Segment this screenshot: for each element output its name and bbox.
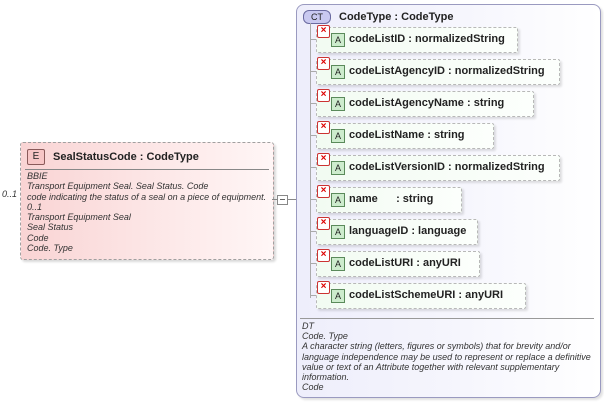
attribute-label: codeListAgencyID : normalizedString xyxy=(349,65,545,77)
attribute-codelistagencyname[interactable]: × A codeListAgencyName : string xyxy=(316,89,534,117)
attribute-link-line xyxy=(310,167,316,168)
complex-type-doc-line: A character string (letters, figures or … xyxy=(302,341,571,352)
attribute-codelisturi[interactable]: × A codeListURI : anyURI xyxy=(316,249,480,277)
attribute-badge-icon: A xyxy=(331,33,345,47)
attribute-label: name : string xyxy=(349,193,434,205)
element-doc-line: Transport Equipment Seal. Seal Status. C… xyxy=(27,181,209,192)
prohibited-x-icon: × xyxy=(317,25,330,38)
attribute-label: codeListAgencyName : string xyxy=(349,97,505,109)
attribute-codelistagencyid[interactable]: × A codeListAgencyID : normalizedString xyxy=(316,57,560,85)
attribute-label: codeListURI : anyURI xyxy=(349,257,461,269)
prohibited-x-icon: × xyxy=(317,185,330,198)
complex-type-separator xyxy=(300,318,594,319)
prohibited-x-icon: × xyxy=(317,281,330,294)
element-doc-line: Code. Type xyxy=(27,243,73,254)
element-doc-line: Seal Status xyxy=(27,222,74,233)
multiplicity-label: 0..1 xyxy=(2,189,18,199)
prohibited-x-icon: × xyxy=(317,249,330,262)
attribute-badge-icon: A xyxy=(331,161,345,175)
attribute-link-line xyxy=(310,71,316,72)
complex-type-doc-line: Code xyxy=(302,382,324,393)
attribute-label: codeListID : normalizedString xyxy=(349,33,505,45)
attribute-link-line xyxy=(310,263,316,264)
attribute-badge-icon: A xyxy=(331,129,345,143)
attribute-codelistschemeuri[interactable]: × A codeListSchemeURI : anyURI xyxy=(316,281,526,309)
attribute-label: codeListName : string xyxy=(349,129,465,141)
attribute-link-line xyxy=(310,39,316,40)
prohibited-x-icon: × xyxy=(317,217,330,230)
element-separator xyxy=(25,169,269,170)
attribute-tree-line xyxy=(310,23,311,298)
complex-type-doc-line: information. xyxy=(302,372,350,383)
complex-type-doc-line: value or text of an Attribute together w… xyxy=(302,361,560,372)
complex-type-doc-line: language independence may be used to rep… xyxy=(302,351,591,362)
prohibited-x-icon: × xyxy=(317,57,330,70)
attribute-badge-icon: A xyxy=(331,289,345,303)
complex-type-header: CT CodeType : CodeType xyxy=(303,9,454,25)
attribute-languageid[interactable]: × A languageID : language xyxy=(316,217,478,245)
element-doc-line: Code xyxy=(27,232,49,243)
attribute-label: languageID : language xyxy=(349,225,467,237)
attribute-badge-icon: A xyxy=(331,257,345,271)
attribute-badge-icon: A xyxy=(331,65,345,79)
element-badge-icon: E xyxy=(27,149,45,165)
element-doc-line: BBIE xyxy=(27,171,48,181)
complex-type-documentation: DT Code. Type A character string (letter… xyxy=(302,321,596,392)
complex-type-title: CodeType : CodeType xyxy=(339,11,454,23)
attribute-badge-icon: A xyxy=(331,97,345,111)
attribute-link-line xyxy=(310,295,316,296)
element-doc-line: Transport Equipment Seal xyxy=(27,212,131,223)
attribute-link-line xyxy=(310,103,316,104)
element-title: SealStatusCode : CodeType xyxy=(53,151,199,163)
attribute-label: codeListVersionID : normalizedString xyxy=(349,161,545,173)
attribute-name[interactable]: × A name : string xyxy=(316,185,462,213)
attribute-codelistname[interactable]: × A codeListName : string xyxy=(316,121,494,149)
element-doc-line: code indicating the status of a seal on … xyxy=(27,191,267,202)
attribute-link-line xyxy=(310,135,316,136)
attribute-badge-icon: A xyxy=(331,193,345,207)
complex-type-doc-line: Code. Type xyxy=(302,331,348,342)
element-header: E SealStatusCode : CodeType xyxy=(27,149,199,165)
element-doc-line: 0..1 xyxy=(27,201,43,212)
prohibited-x-icon: × xyxy=(317,121,330,134)
element-documentation: BBIE Transport Equipment Seal. Seal Stat… xyxy=(27,171,271,253)
complex-type-badge-icon: CT xyxy=(303,10,331,24)
attribute-link-line xyxy=(310,199,316,200)
attribute-codelistversionid[interactable]: × A codeListVersionID : normalizedString xyxy=(316,153,560,181)
prohibited-x-icon: × xyxy=(317,89,330,102)
attribute-codelistid[interactable]: × A codeListID : normalizedString xyxy=(316,25,518,53)
attribute-label: codeListSchemeURI : anyURI xyxy=(349,289,504,301)
sequence-connector-icon[interactable] xyxy=(277,195,288,205)
prohibited-x-icon: × xyxy=(317,153,330,166)
element-box[interactable]: E SealStatusCode : CodeType BBIE Transpo… xyxy=(20,142,274,260)
attribute-link-line xyxy=(310,231,316,232)
attribute-badge-icon: A xyxy=(331,225,345,239)
complex-type-doc-line: DT xyxy=(302,321,314,331)
